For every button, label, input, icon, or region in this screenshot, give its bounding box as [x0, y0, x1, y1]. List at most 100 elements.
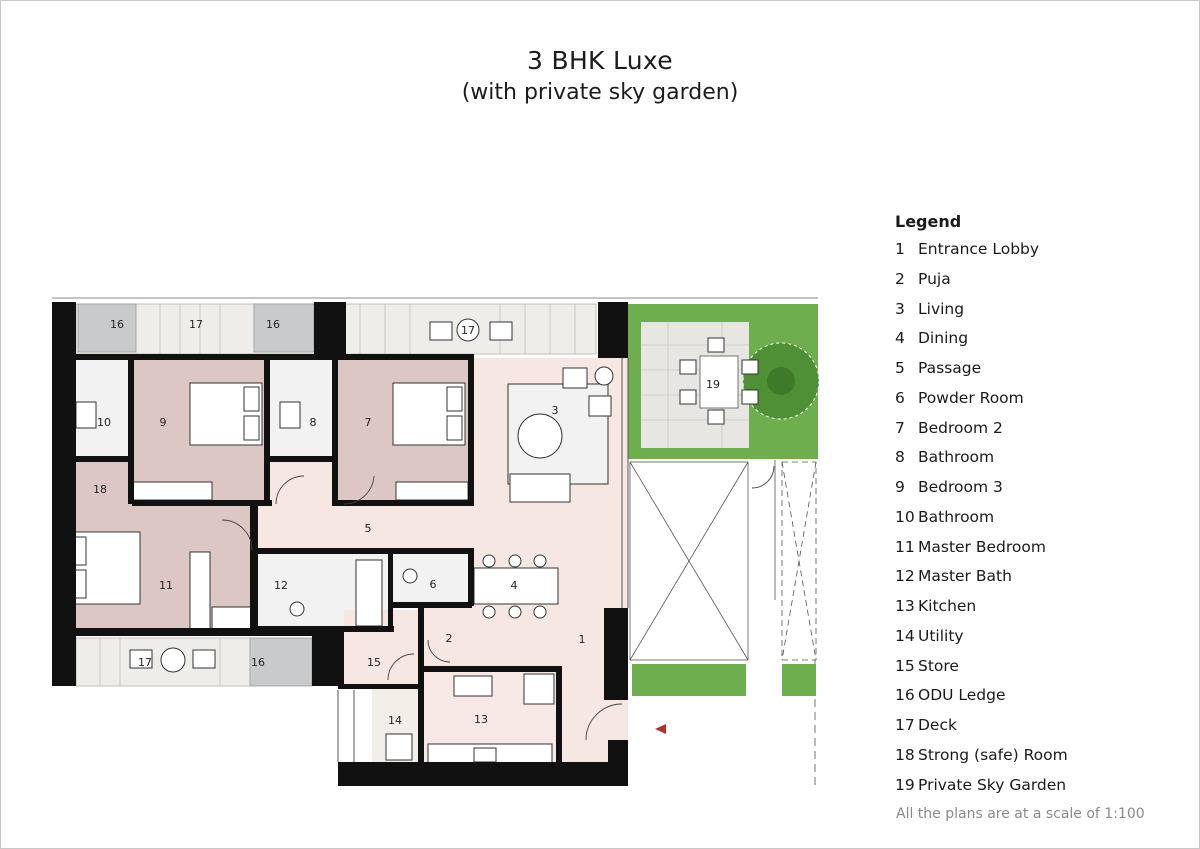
room-label-6: 6	[430, 578, 437, 591]
legend-item-label: Bathroom	[918, 507, 995, 526]
plan-title: 3 BHK Luxe	[527, 46, 673, 75]
room-label-16b: 16	[266, 318, 280, 331]
legend-item-label: Store	[918, 656, 959, 675]
legend-item-number: 16	[895, 686, 915, 705]
room-label-7: 7	[365, 416, 372, 429]
room-label-13: 13	[474, 713, 488, 726]
legend-item: 6 Powder Room	[895, 387, 1068, 417]
room-label-16c: 16	[251, 656, 265, 669]
legend-heading: Legend	[895, 212, 962, 231]
legend-item-label: Bedroom 2	[918, 418, 1003, 437]
legend-item-number: 18	[895, 745, 915, 764]
legend-item-number: 19	[895, 775, 915, 794]
legend-item-number: 13	[895, 597, 915, 615]
legend-item: 4 Dining	[895, 327, 1068, 357]
legend-item-label: Deck	[918, 716, 957, 734]
legend-item: 7 Bedroom 2	[895, 417, 1068, 447]
planter-1	[632, 664, 746, 696]
open-void	[629, 460, 817, 790]
legend-item-label: Puja	[918, 269, 951, 288]
room-label-1: 1	[579, 633, 586, 646]
legend-item-label: Entrance Lobby	[918, 240, 1040, 258]
room-label-16a: 16	[110, 318, 124, 331]
room-label-17c: 17	[138, 656, 152, 669]
legend-item-number: 3	[895, 299, 905, 318]
legend-item-label: Bathroom	[918, 448, 995, 467]
legend-item-number: 6	[895, 388, 905, 407]
legend-item-label: Dining	[918, 329, 969, 348]
legend-item-number: 15	[895, 656, 915, 675]
legend-item-number: 7	[895, 418, 905, 437]
plan-subtitle: (with private sky garden)	[461, 80, 739, 105]
legend-item-label: Powder Room	[918, 388, 1024, 407]
legend-item-label: ODU Ledge	[918, 686, 1006, 705]
sky-garden	[628, 304, 820, 459]
walls	[52, 302, 628, 786]
legend-item-number: 5	[895, 359, 905, 377]
legend-item: 1 Entrance Lobby	[895, 238, 1068, 268]
legend-item: 2 Puja	[895, 268, 1068, 298]
legend-item-number: 8	[895, 448, 905, 467]
legend-item-number: 9	[895, 478, 905, 496]
room-label-3: 3	[552, 404, 559, 417]
doors	[221, 465, 775, 741]
room-label-14: 14	[388, 714, 402, 727]
furniture	[65, 318, 759, 767]
glazing	[337, 358, 629, 762]
room-label-17b: 17	[461, 324, 475, 337]
odu-ledge-2	[253, 303, 315, 353]
room-label-11: 11	[159, 579, 173, 592]
legend-item-label: Strong (safe) Room	[918, 745, 1068, 764]
legend-item-label: Passage	[918, 359, 982, 377]
legend-item-number: 12	[895, 567, 915, 586]
garden-table	[699, 355, 739, 409]
legend-item-label: Private Sky Garden	[918, 775, 1067, 794]
room-label-12: 12	[274, 579, 288, 592]
bathroom-8-floor	[270, 358, 332, 458]
room-label-15: 15	[367, 656, 381, 669]
legend-item-number: 11	[895, 537, 915, 556]
legend: Legend 1 Entrance Lobby 2 Puja 3 Living 4 Dinin…	[895, 212, 1068, 803]
room-label-10: 10	[97, 416, 111, 429]
legend-item-label: Bedroom 3	[918, 478, 1003, 496]
legend-item-number: 4	[895, 329, 905, 348]
room-label-17a: 17	[189, 318, 203, 331]
room-label-8: 8	[310, 416, 317, 429]
legend-item-number: 1	[895, 240, 905, 258]
planter-2	[782, 664, 816, 696]
legend-item: 9 Bedroom 3	[895, 476, 1068, 506]
room-label-19: 19	[706, 378, 720, 391]
room-label-2: 2	[446, 632, 453, 645]
room-label-4: 4	[511, 579, 518, 592]
odu-ledge-3	[249, 637, 313, 687]
legend-item-number: 14	[895, 626, 915, 645]
entry-marker	[655, 724, 666, 734]
legend-item-label: Utility	[918, 626, 964, 645]
legend-item: 5 Passage	[895, 357, 1068, 387]
room-label-18: 18	[93, 483, 107, 496]
scale-note: All the plans are at a scale of 1:100	[896, 806, 1145, 822]
legend-list: 1 Entrance Lobby 2 Puja 3 Living 4 Dining 5 Passa…	[895, 238, 1068, 803]
legend-item: 3 Living	[895, 298, 1068, 328]
room-label-5: 5	[365, 522, 372, 535]
legend-item-label: Master Bedroom	[918, 537, 1046, 556]
legend-item-number: 10	[895, 507, 915, 526]
legend-item-number: 17	[895, 716, 915, 734]
odu-ledge-1	[77, 303, 137, 353]
legend-item-label: Master Bath	[918, 567, 1012, 586]
legend-item-label: Living	[918, 299, 965, 318]
legend-item-number: 2	[895, 269, 905, 288]
legend-item-label: Kitchen	[918, 597, 977, 615]
room-label-9: 9	[160, 416, 167, 429]
